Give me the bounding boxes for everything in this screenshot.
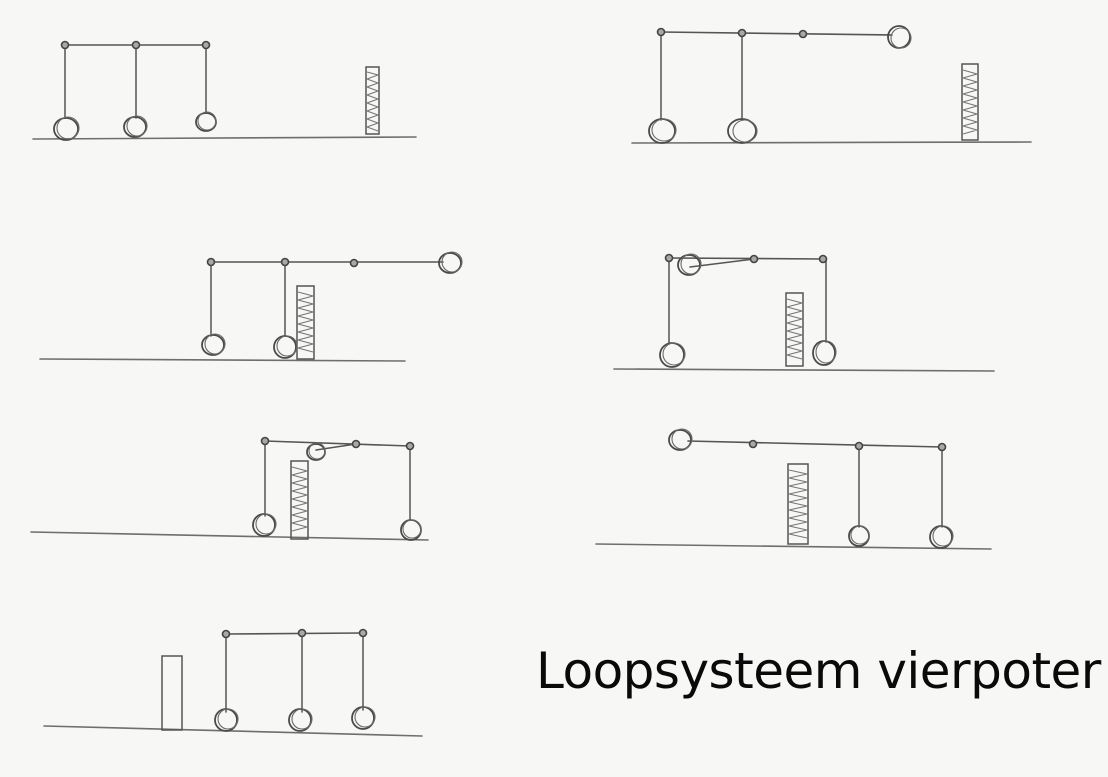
foot bbox=[677, 253, 702, 276]
obstacle bbox=[295, 285, 316, 360]
foot bbox=[306, 442, 326, 461]
foot bbox=[214, 708, 239, 732]
foot bbox=[351, 706, 376, 730]
obstacle bbox=[784, 292, 805, 367]
foot bbox=[438, 251, 463, 274]
joint bbox=[221, 629, 231, 639]
ground-line bbox=[595, 543, 992, 550]
body-bar bbox=[660, 31, 893, 36]
obstacle bbox=[960, 63, 980, 141]
page-title: Loopsysteem vierpoter bbox=[536, 642, 1101, 700]
foot bbox=[53, 116, 80, 141]
ground-line bbox=[613, 368, 995, 372]
body-bar bbox=[264, 440, 411, 447]
foot bbox=[123, 115, 148, 138]
foot bbox=[273, 335, 298, 359]
foot bbox=[887, 25, 912, 49]
foot bbox=[201, 333, 226, 356]
sketch-panel-2 bbox=[631, 25, 1032, 144]
joint bbox=[937, 442, 947, 452]
foot bbox=[400, 519, 422, 541]
sketch-panel-5 bbox=[30, 436, 429, 541]
joint bbox=[280, 257, 290, 267]
foot bbox=[668, 428, 693, 451]
body-bar bbox=[668, 257, 824, 260]
body-bar bbox=[687, 440, 943, 448]
joint bbox=[358, 628, 368, 638]
foot bbox=[659, 342, 686, 368]
sketch-panel-1 bbox=[32, 40, 417, 141]
obstacle bbox=[365, 66, 380, 135]
joint bbox=[201, 40, 211, 50]
obstacle bbox=[289, 460, 310, 540]
foot bbox=[288, 708, 313, 732]
foot bbox=[848, 525, 870, 547]
foot bbox=[727, 118, 758, 144]
body-bar bbox=[315, 443, 357, 451]
obstacle bbox=[161, 655, 183, 731]
joint bbox=[737, 28, 747, 38]
joint bbox=[260, 436, 270, 446]
joint bbox=[349, 258, 359, 268]
sketch-panel-6 bbox=[595, 428, 992, 550]
foot bbox=[195, 111, 217, 132]
joint bbox=[818, 254, 828, 264]
joint bbox=[656, 27, 666, 37]
foot bbox=[648, 118, 677, 144]
body-bar bbox=[225, 632, 364, 635]
sketch-panel-7 bbox=[43, 628, 423, 737]
ground-line bbox=[39, 358, 406, 362]
foot bbox=[252, 513, 277, 537]
obstacle bbox=[787, 463, 809, 545]
joint bbox=[664, 253, 674, 263]
joint bbox=[297, 628, 307, 638]
sketch-panel-3 bbox=[39, 251, 463, 362]
ground-line bbox=[32, 136, 417, 140]
joint bbox=[854, 441, 864, 451]
joint bbox=[405, 441, 415, 451]
joint bbox=[60, 40, 70, 50]
joint bbox=[798, 29, 808, 39]
ground-line bbox=[43, 725, 423, 737]
ground-line bbox=[30, 531, 429, 541]
joint bbox=[749, 254, 759, 264]
foot bbox=[929, 525, 954, 549]
sketch-panel-4 bbox=[613, 253, 995, 372]
joint bbox=[206, 257, 216, 267]
ground-line bbox=[631, 141, 1032, 144]
joint bbox=[351, 439, 361, 449]
joint bbox=[748, 439, 758, 449]
foot bbox=[812, 340, 837, 366]
joint bbox=[131, 40, 141, 50]
